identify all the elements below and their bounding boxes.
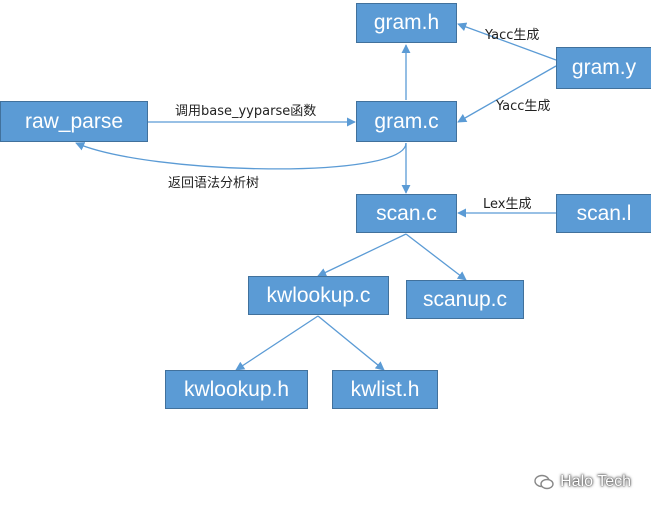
node-kwlist-h: kwlist.h [332,370,438,409]
node-kwlookup-h: kwlookup.h [165,370,308,409]
node-scan-c: scan.c [356,194,457,233]
node-kwlookup-c: kwlookup.c [248,276,389,315]
edge-kwlookup-c-to-kwlist-h [317,315,385,371]
label-return-parse-tree: 返回语法分析树 [168,176,260,191]
node-scanup-c: scanup.c [406,280,524,319]
edge-gram-c-to-raw-parse [75,142,407,170]
label-call-base-yyparse: 调用base_yyparse函数 [175,104,317,119]
wechat-icon [534,474,554,490]
node-raw-parse: raw_parse [0,101,148,142]
edge-gram-y-to-gram-c [457,65,557,123]
edge-gram-y-to-gram-h [457,22,557,61]
watermark-text: Halo Tech [560,473,631,490]
node-gram-y: gram.y [556,47,651,89]
edge-scan-c-to-kwlookup-c [317,233,407,277]
label-lex: Lex生成 [483,197,532,212]
node-scan-l: scan.l [556,194,651,233]
node-gram-c: gram.c [356,101,457,142]
label-yacc-gram-c: Yacc生成 [496,99,551,114]
node-gram-h: gram.h [356,3,457,43]
edge-scan-c-to-scanup-c [405,233,467,281]
watermark: Halo Tech [534,473,631,491]
label-yacc-gram-h: Yacc生成 [485,28,540,43]
edge-kwlookup-c-to-kwlookup-h [235,315,319,371]
